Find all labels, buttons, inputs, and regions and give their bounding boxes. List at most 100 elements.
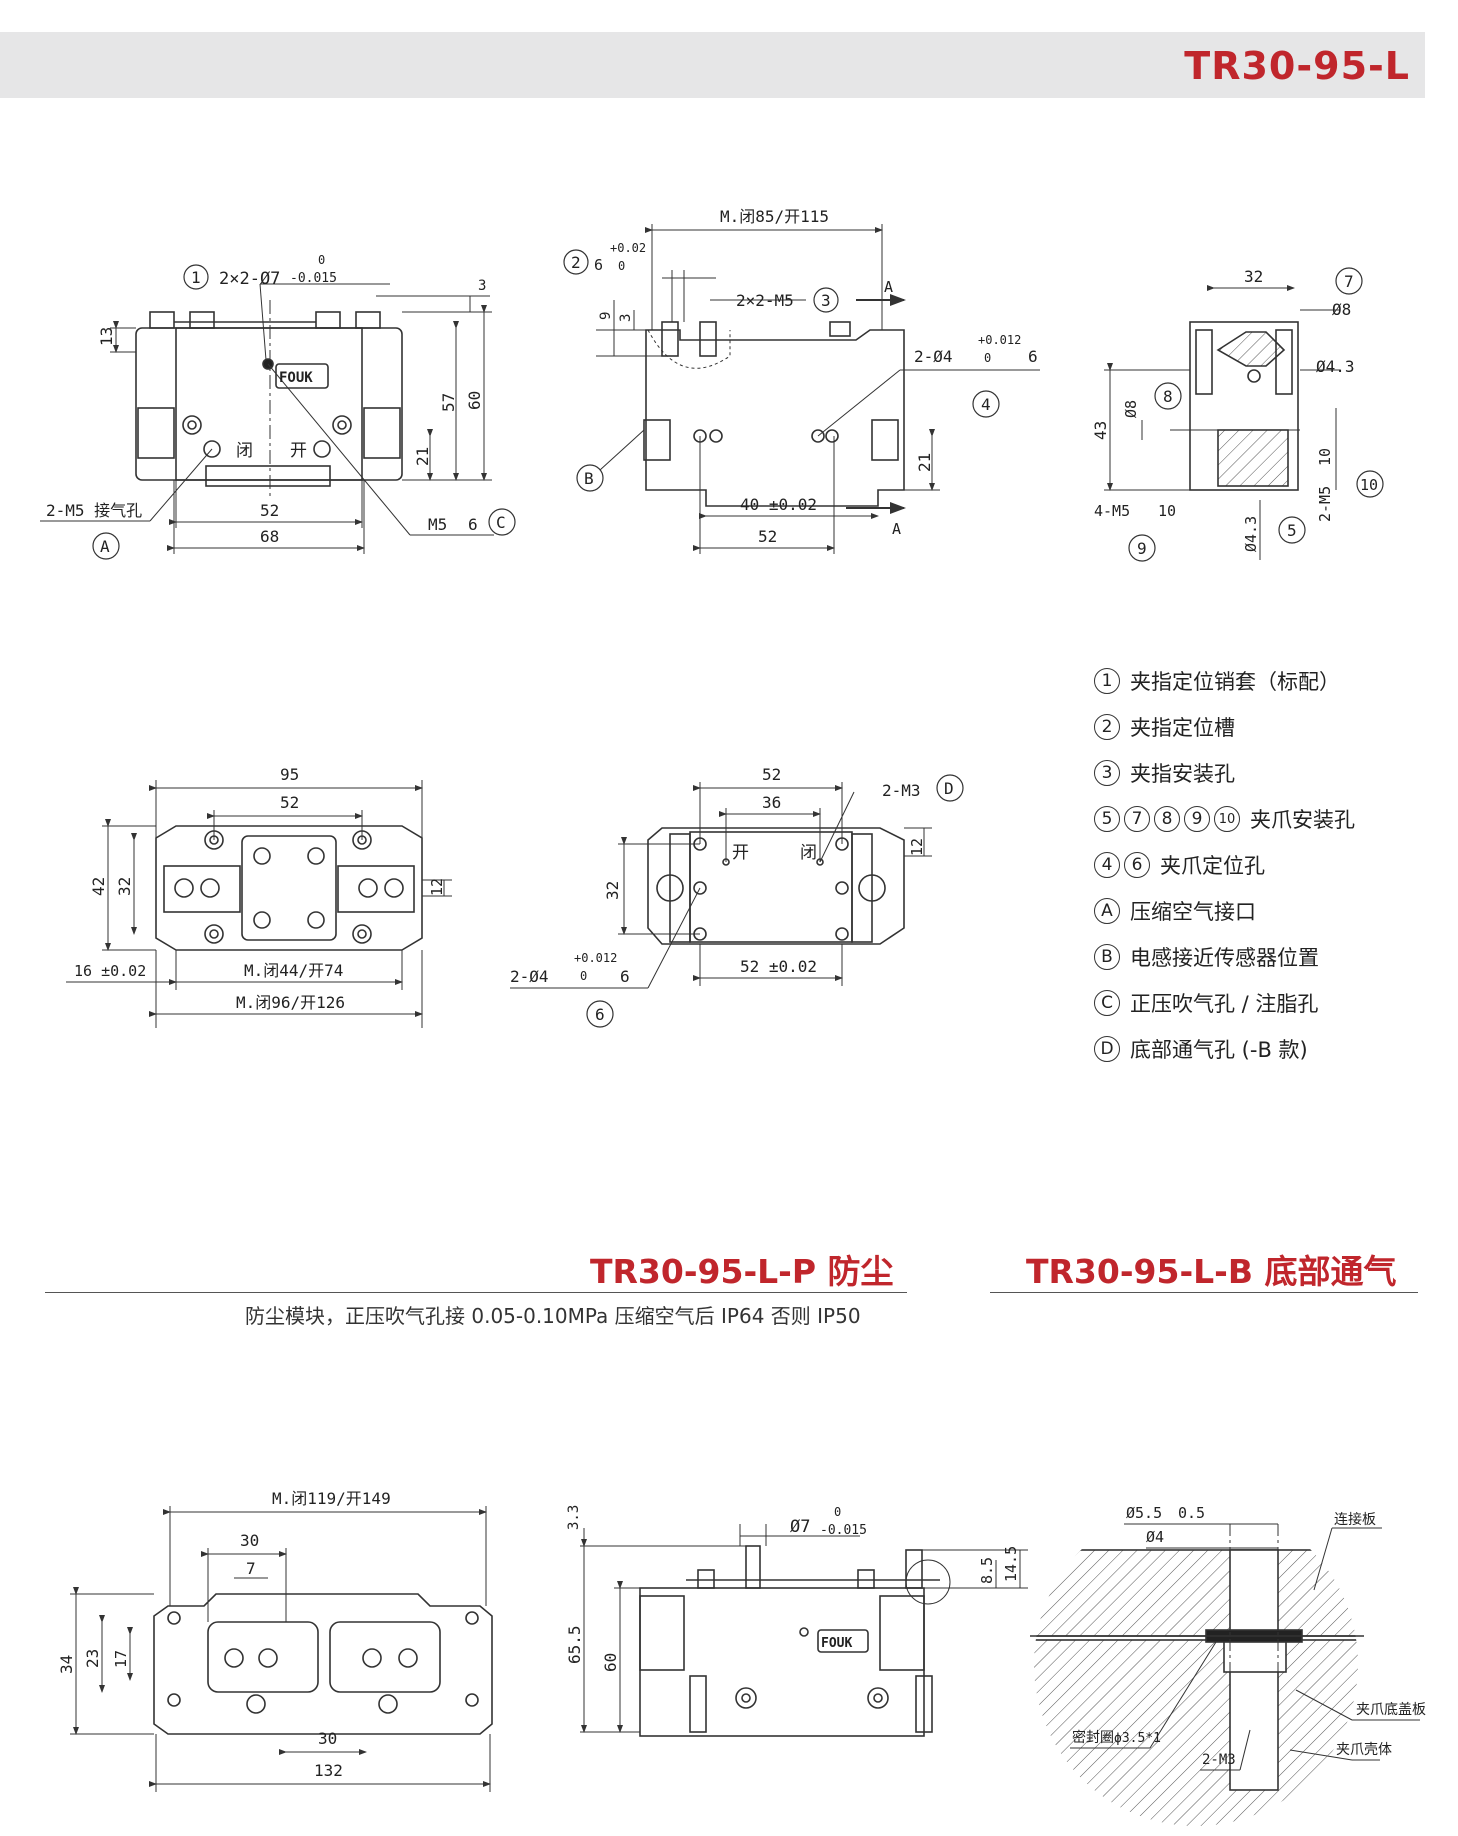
side-dim-9: 9: [598, 312, 614, 320]
header-band: [0, 32, 1425, 98]
pfront-pin-tol-up: 0: [834, 1505, 841, 1519]
legend-item: A 压缩空气接口: [1094, 888, 1355, 934]
legend-marker: D: [1094, 1036, 1120, 1062]
b-detail-view: [1030, 1523, 1420, 1826]
bot-dim-32: 32: [603, 881, 622, 900]
bot-dim-52b: 52 ±0.02: [740, 957, 817, 976]
ptop-dim-7: 7: [246, 1559, 256, 1578]
bot-pin: 2-Ø4: [510, 967, 549, 986]
top-dim-42: 42: [89, 877, 108, 896]
legend-label: 夹指定位销套（标配）: [1130, 670, 1340, 694]
side-view: [563, 224, 1040, 554]
callout-1: 1: [191, 268, 201, 287]
legend-label: 夹爪定位孔: [1160, 854, 1265, 878]
front-close: 闭: [236, 441, 253, 461]
top-view: [66, 780, 452, 1028]
legend-marker: B: [1094, 944, 1120, 970]
callout-8: 8: [1163, 387, 1173, 406]
pfront-logo: FOUK: [821, 1636, 852, 1651]
legend-marker: A: [1094, 898, 1120, 924]
pfront-dim-60: 60: [601, 1653, 620, 1672]
bot-pin-tol-up: +0.012: [574, 951, 617, 965]
side-dim-52: 52: [758, 527, 777, 546]
bot-m3: 2-M3: [882, 781, 921, 800]
callout-d: D: [944, 779, 954, 798]
callout-9: 9: [1137, 539, 1147, 558]
legend-item: 3 夹指安装孔: [1094, 750, 1355, 796]
sec-dim-8b: Ø8: [1122, 400, 1140, 418]
ptop-dim-17: 17: [112, 1650, 130, 1668]
top-dim-12: 12: [428, 878, 446, 896]
sec-dim-43b: Ø4.3: [1242, 516, 1260, 552]
sec-4m5-depth: 10: [1158, 502, 1176, 520]
pfront-dim-145: 14.5: [1002, 1546, 1020, 1582]
p-top-view: [70, 1506, 493, 1792]
pfront-pin: Ø7: [790, 1517, 810, 1537]
side-holes: 2×2-M5: [736, 291, 794, 310]
legend-marker: 7: [1124, 806, 1150, 832]
callout-6: 6: [595, 1005, 605, 1024]
side-pin: 2-Ø4: [914, 347, 953, 366]
bot-dim-52: 52: [762, 765, 781, 784]
legend-label: 夹指安装孔: [1130, 762, 1235, 786]
b-m3: 2-M3: [1202, 1752, 1236, 1768]
bot-pin-tol-lo: 0: [580, 969, 587, 983]
bot-dim-12: 12: [908, 838, 926, 856]
front-logo: FOUK: [279, 370, 313, 386]
section-title-b: TR30-95-L-B 底部通气: [1026, 1252, 1397, 1291]
ptop-dim-34: 34: [57, 1655, 76, 1674]
ptop-dim-30: 30: [240, 1531, 259, 1550]
legend-marker: 8: [1154, 806, 1180, 832]
legend-label: 底部通气孔 (-B 款): [1130, 1038, 1308, 1062]
side-stroke: M.闭85/开115: [720, 207, 829, 226]
callout-4: 4: [981, 395, 991, 414]
top-dim-95: 95: [280, 765, 299, 784]
sec-4m5: 4-M5: [1094, 502, 1130, 520]
sec-m5-side: 2-M5: [1316, 486, 1334, 522]
callout-b: B: [584, 469, 594, 488]
section-view: [1104, 267, 1384, 562]
legend-marker: 2: [1094, 714, 1120, 740]
pfront-dim-85: 8.5: [978, 1557, 996, 1584]
legend-label: 压缩空气接口: [1130, 900, 1256, 924]
side-slot-tol-up: +0.02: [610, 241, 646, 255]
callout-c: C: [496, 513, 506, 532]
legend-label: 电感接近传感器位置: [1130, 946, 1319, 970]
front-dim-68: 68: [260, 527, 279, 546]
bot-pin-depth: 6: [620, 967, 630, 986]
side-slot: 6: [594, 256, 603, 274]
ptop-m119: M.闭119/开149: [272, 1489, 391, 1508]
section-rule-b: [990, 1292, 1418, 1293]
side-dim-40: 40 ±0.02: [740, 495, 817, 514]
b-d55-depth: 0.5: [1178, 1504, 1205, 1522]
callout-10: 10: [1360, 476, 1378, 494]
front-pin-tol-up: 0: [318, 253, 325, 267]
b-seal-size: ϕ3.5*1: [1114, 1731, 1161, 1746]
legend-marker: 3: [1094, 760, 1120, 786]
legend-marker: 10: [1214, 806, 1240, 832]
front-pin-tol-lo: -0.015: [290, 271, 337, 286]
b-d4: Ø4: [1146, 1528, 1164, 1546]
side-section-a-bot: A: [892, 520, 901, 538]
ptop-dim-23: 23: [83, 1649, 102, 1668]
sec-dim-43: 43: [1091, 421, 1110, 440]
bottom-view: [510, 774, 964, 1028]
front-port-c: M5: [428, 515, 447, 534]
legend-label: 夹指定位槽: [1130, 716, 1235, 740]
legend-marker: 4: [1094, 852, 1120, 878]
front-pin-dim: 2×2-Ø7: [219, 269, 280, 289]
callout-7: 7: [1344, 272, 1354, 291]
ptop-dim-30b: 30: [318, 1729, 337, 1748]
b-seal: 密封圈: [1072, 1729, 1114, 1746]
side-dim-3: 3: [618, 314, 634, 322]
front-dim-57: 57: [439, 393, 458, 412]
side-pin-tol-lo: 0: [984, 351, 991, 365]
sec-dim-43dia: Ø4.3: [1316, 357, 1355, 376]
top-dim-m44: M.闭44/开74: [244, 961, 343, 980]
side-dim-21: 21: [915, 453, 934, 472]
